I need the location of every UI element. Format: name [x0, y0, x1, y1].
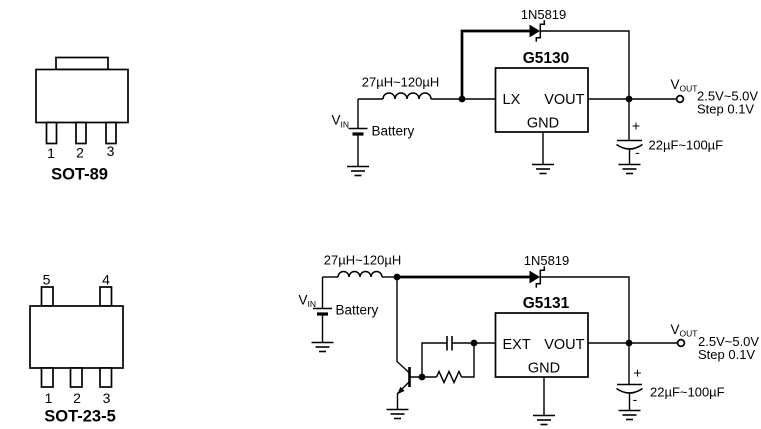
vin-label: V — [299, 293, 308, 308]
g5130-ic-box — [494, 67, 589, 133]
ground-symbol — [311, 341, 334, 353]
ground-symbol — [618, 163, 641, 175]
vout-range-label: 2.5V~5.0V — [697, 89, 758, 104]
inductor-value-label: 27µH~120µH — [362, 75, 440, 90]
output-terminal — [675, 94, 685, 104]
sot89-package-name: SOT-89 — [51, 166, 108, 184]
diode-anode-triangle — [529, 270, 540, 284]
vout-label: V — [671, 77, 680, 92]
g5130-application-circuit: V IN Battery 27µH~120µH 1N5819 G5130 LX … — [332, 7, 758, 177]
sot23-5-package-name: SOT-23-5 — [44, 408, 116, 426]
vout-label: V — [671, 322, 680, 337]
pin-lx-label: LX — [503, 92, 521, 108]
capacitor-symbol — [446, 336, 453, 351]
capacitor-symbol: + - — [616, 99, 643, 165]
wire — [421, 342, 447, 377]
sot89-pin-2 — [75, 121, 87, 145]
sot23-5-pin-5 — [40, 286, 54, 307]
wire — [540, 30, 630, 99]
sot23-5-pin-5-label: 5 — [43, 272, 51, 288]
g5131-application-circuit: V IN Battery 27µH~120µH 1N5819 — [299, 253, 759, 426]
transistor-emitter-wire — [396, 381, 410, 410]
pin-vout-label: VOUT — [544, 92, 584, 108]
sot23-5-pin-2-label: 2 — [73, 390, 81, 406]
battery-symbol — [348, 99, 368, 167]
pin-gnd-label: GND — [528, 361, 560, 377]
capacitor-value-label: 22µF~100µF — [650, 385, 725, 400]
vin-label: V — [332, 113, 341, 128]
sot23-5-pin-4 — [99, 286, 113, 307]
capacitor-minus-mark: - — [633, 391, 638, 407]
vin-subscript: IN — [341, 120, 350, 130]
sot23-5-pin-3 — [99, 367, 113, 388]
sot89-pin-1-label: 1 — [47, 145, 55, 161]
capacitor-value-label: 22µF~100µF — [649, 138, 724, 153]
capacitor-plus-mark: + — [633, 365, 641, 381]
pin-vout-label: VOUT — [544, 337, 584, 353]
sot89-pin-2-label: 2 — [76, 145, 84, 161]
sot23-5-pin-4-label: 4 — [102, 272, 110, 288]
vout-range-label: 2.5V~5.0V — [698, 334, 759, 349]
inductor-symbol — [382, 92, 432, 100]
capacitor-symbol: + - — [616, 343, 643, 411]
vout-subscript: OUT — [680, 84, 698, 94]
inductor-value-label: 27µH~120µH — [324, 253, 402, 268]
battery-symbol — [313, 277, 332, 343]
vout-subscript: OUT — [680, 329, 698, 339]
npn-transistor-symbol — [396, 277, 411, 410]
ground-symbol — [532, 163, 554, 175]
battery-label: Battery — [336, 303, 379, 318]
sot23-5-body — [29, 305, 124, 369]
diode-anode-triangle — [529, 24, 540, 38]
sot23-5-package-drawing: 5 4 1 2 3 SOT-23-5 — [29, 272, 124, 426]
capacitor-plus-mark: + — [632, 118, 640, 134]
vin-subscript: IN — [308, 299, 317, 309]
resistor-symbol — [435, 369, 463, 385]
ground-symbol — [386, 408, 409, 420]
sot23-5-pin-2 — [69, 367, 83, 388]
wire — [461, 343, 475, 378]
sot23-5-pin-1 — [40, 367, 54, 388]
capacitor-minus-mark: - — [635, 144, 640, 160]
vout-step-label: Step 0.1V — [697, 102, 754, 117]
battery-label: Battery — [372, 124, 415, 139]
sot23-5-pin-1-label: 1 — [45, 390, 53, 406]
sot23-5-pin-3-label: 3 — [103, 390, 111, 406]
g5130-ic-name: G5130 — [523, 50, 570, 67]
sot89-pin-1 — [45, 121, 58, 145]
ground-symbol — [533, 414, 555, 426]
diode-part-label: 1N5819 — [521, 7, 567, 22]
sot89-pin-3-label: 3 — [107, 143, 115, 159]
pin-gnd-label: GND — [527, 116, 559, 132]
ground-symbol — [618, 409, 641, 421]
sot89-pin-3 — [105, 121, 117, 145]
transistor-emitter-arrow — [397, 386, 405, 395]
sot89-package-drawing: 1 2 3 SOT-89 — [35, 56, 129, 184]
inductor-symbol — [337, 270, 383, 278]
pin-ext-label: EXT — [503, 337, 531, 353]
wire — [540, 276, 630, 343]
sot89-tab — [55, 56, 109, 71]
capacitor-curved-plate — [616, 387, 643, 394]
vout-step-label: Step 0.1V — [698, 347, 755, 362]
g5131-ic-box — [494, 312, 589, 378]
ground-symbol — [347, 165, 369, 177]
transistor-collector-wire — [396, 277, 410, 374]
output-terminal — [676, 338, 686, 348]
diode-part-label: 1N5819 — [524, 253, 570, 268]
g5131-ic-name: G5131 — [523, 295, 570, 312]
junction-dot — [470, 339, 478, 347]
wire-thick — [460, 29, 530, 99]
sot89-body — [35, 68, 129, 124]
